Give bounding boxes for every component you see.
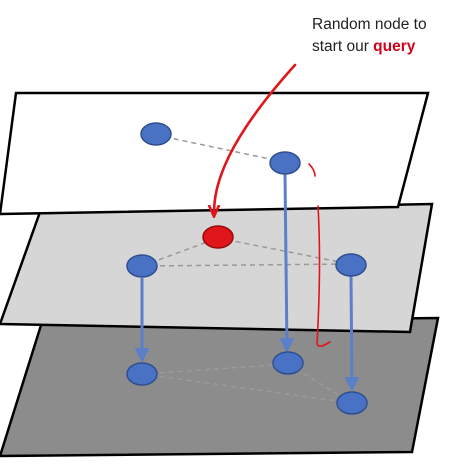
edge-m1-m2: [141, 263, 351, 267]
annotation-line-1: Random node to: [312, 16, 427, 33]
node-m2: [335, 253, 367, 277]
node-b2: [272, 351, 304, 375]
middle-layer-plane: [0, 202, 434, 334]
edge-m0-m2: [217, 237, 351, 265]
pointer-arrow: [214, 63, 297, 214]
node-m1: [126, 254, 158, 278]
red-vertical-stroke: [316, 205, 331, 347]
query-node-m0: [202, 225, 234, 249]
edge-b1-b2: [141, 363, 289, 375]
annotation-text: Random node to start our query: [312, 14, 452, 58]
arrow-t2-b2: [279, 173, 295, 353]
arrow-m2-b3: [344, 275, 360, 392]
inter-layer-arrows: [134, 173, 360, 392]
nodes: [126, 122, 368, 415]
annotation-line-2-prefix: start our: [312, 38, 374, 55]
annotation-line-2: start our query: [312, 36, 452, 58]
red-hook-stroke: [308, 163, 316, 177]
bottom-layer-plane: [0, 316, 440, 458]
annotation-query-highlight: query: [373, 38, 416, 55]
edge-t1-t2: [155, 134, 285, 163]
red-annotation-strokes: [214, 63, 331, 347]
node-t2: [269, 151, 301, 175]
top-layer-plane: [0, 91, 430, 216]
node-b3: [336, 391, 368, 415]
node-t1: [140, 122, 172, 146]
node-b1: [126, 362, 158, 386]
